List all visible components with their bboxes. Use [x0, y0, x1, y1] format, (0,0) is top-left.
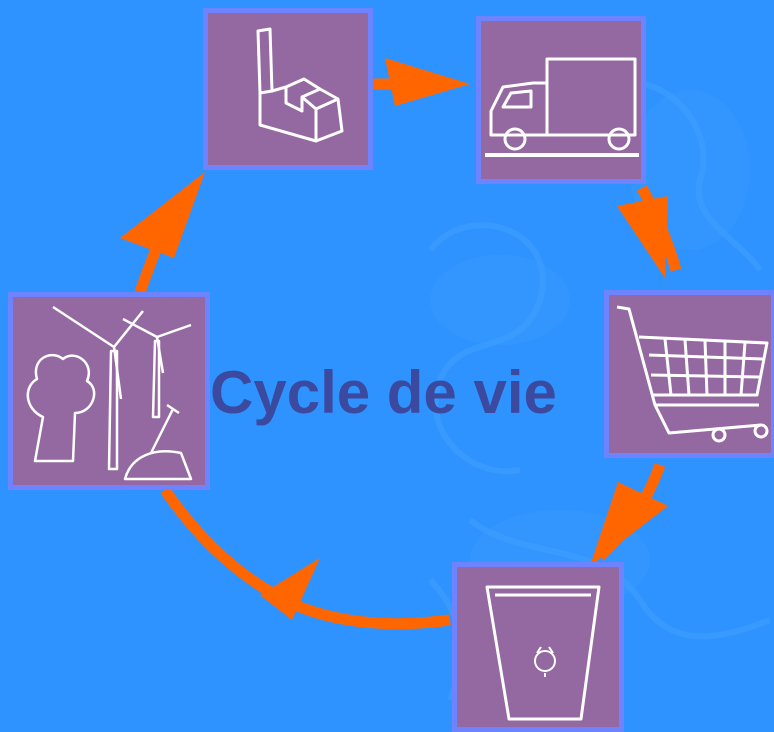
transport-tile	[476, 16, 646, 184]
arrowhead-to-cart	[617, 196, 668, 278]
connector-bin-to-nature	[160, 486, 451, 630]
wind-turbines-tree-icon	[13, 297, 205, 485]
shopping-cart-icon	[609, 295, 771, 453]
waste-tile	[452, 562, 624, 732]
arrowhead-to-nature-arm	[260, 558, 320, 620]
arrowhead-to-factory	[120, 172, 205, 258]
shopping-tile	[604, 290, 774, 458]
arrowhead-to-truck	[385, 58, 470, 106]
recycle-bin-icon	[457, 567, 619, 727]
factory-tile	[203, 8, 373, 170]
arrowhead-to-bin	[590, 482, 668, 566]
nature-resources-tile	[8, 292, 210, 490]
delivery-truck-icon	[481, 21, 641, 179]
factory-icon	[208, 13, 368, 165]
diagram-title: Cycle de vie	[210, 359, 557, 426]
